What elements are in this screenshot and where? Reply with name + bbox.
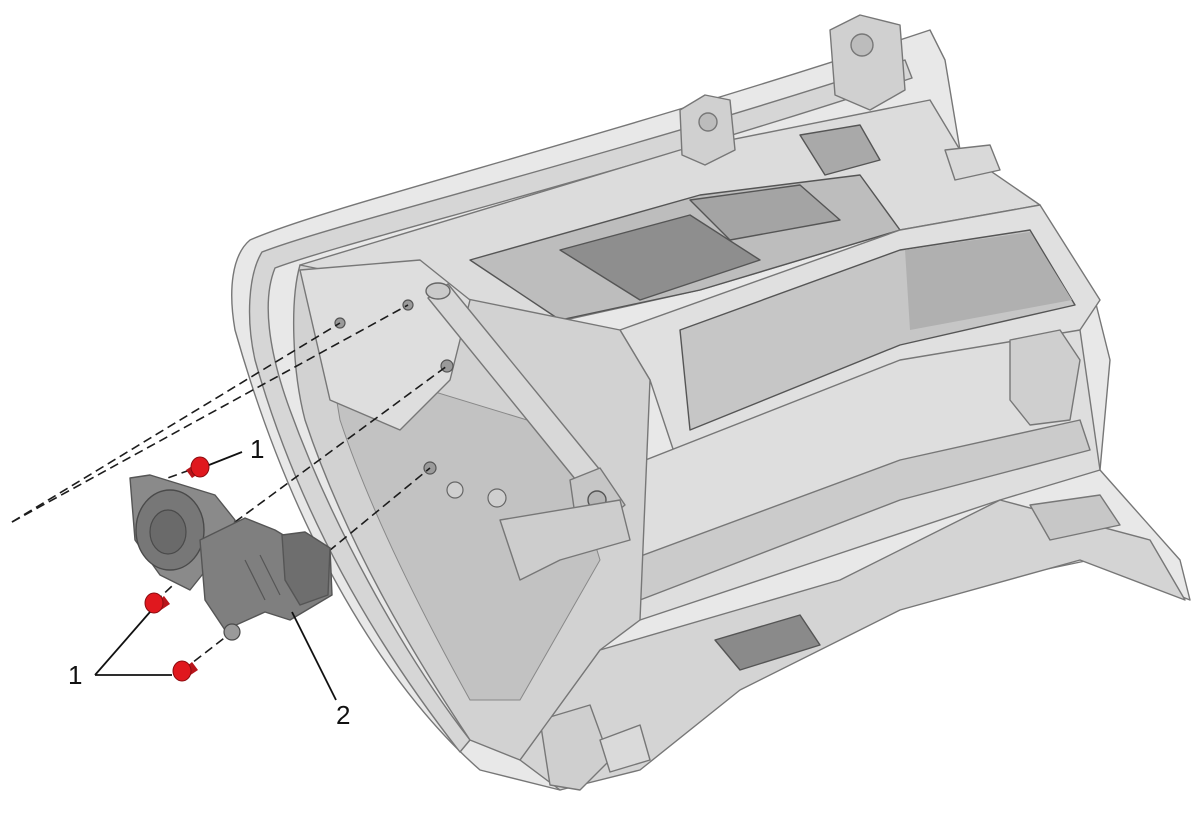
rear-latch-tab	[944, 144, 1001, 181]
bolt-top	[186, 456, 210, 478]
bolt-top-head	[190, 456, 210, 478]
assembly-line-4	[317, 467, 431, 561]
actuator-mount-ear	[223, 623, 241, 641]
assembly-line-1	[11, 322, 341, 523]
hinge-post-right-hole	[850, 33, 874, 57]
actuator-rib-2	[259, 554, 281, 596]
mount-hole-3	[440, 359, 454, 373]
mounting-flange	[299, 259, 471, 431]
front-bottom-clip	[539, 704, 611, 791]
actuator-connector	[281, 531, 331, 606]
mount-hole-2	[402, 299, 414, 311]
actuator-assembly	[129, 474, 333, 641]
lower-vent	[714, 614, 821, 671]
assembly-line-6	[182, 631, 233, 671]
housing-top-slot-2	[689, 184, 841, 241]
housing-top-slot	[559, 214, 761, 301]
leader-bolt-top	[208, 451, 243, 466]
right-side-latch	[1009, 329, 1081, 426]
lower-right-tab	[1029, 494, 1121, 541]
assembly-line-2	[11, 304, 409, 523]
hinge-post-center-hole	[698, 112, 718, 132]
lower-bracket-arm	[499, 499, 631, 581]
bolt-middle-head	[144, 592, 164, 614]
callout-bolt-pair: 1	[68, 660, 82, 690]
leader-lines	[94, 451, 337, 701]
bolt-middle	[144, 592, 170, 614]
rear-latch-block	[799, 124, 881, 176]
glove-box-housing	[231, 14, 1191, 791]
hinge-post-right	[829, 14, 906, 111]
housing-rim	[248, 59, 913, 753]
callout-actuator: 2	[336, 700, 350, 730]
leader-actuator	[291, 611, 337, 701]
front-bottom-tab	[599, 724, 651, 773]
mount-boss-1	[446, 481, 464, 499]
mount-boss-2	[487, 488, 507, 508]
bolt-bottom-head	[172, 660, 192, 682]
bolt-bottom	[172, 660, 198, 682]
assembly-line-3	[234, 365, 448, 523]
box-left-wall-shade	[329, 359, 601, 701]
box-inner-shadow	[905, 232, 1072, 330]
callout-bolt-top: 1	[250, 434, 264, 464]
actuator-rib-1	[244, 559, 266, 601]
leader-bolt-middle	[94, 611, 151, 676]
damper-cap	[425, 282, 451, 300]
actuator-motor-inner	[149, 509, 187, 555]
